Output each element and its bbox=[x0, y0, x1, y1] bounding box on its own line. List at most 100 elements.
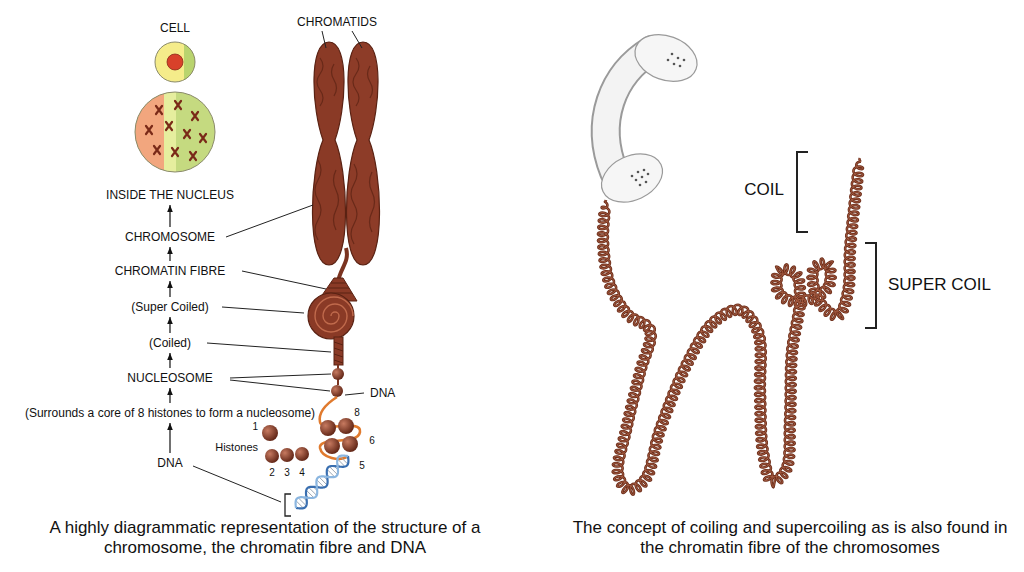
histone bbox=[324, 438, 340, 454]
histone bbox=[338, 418, 354, 434]
x-mark bbox=[200, 134, 206, 142]
base-pair bbox=[319, 477, 327, 485]
x-mark bbox=[154, 146, 160, 154]
texture-line bbox=[332, 64, 337, 96]
leader-line bbox=[352, 31, 362, 48]
texture-line bbox=[315, 160, 321, 240]
chromatid bbox=[312, 42, 345, 265]
helix-strand bbox=[296, 456, 348, 508]
dna-strand bbox=[320, 397, 360, 459]
hole bbox=[639, 184, 642, 187]
texture-line bbox=[370, 172, 375, 232]
stage-label: INSIDE THE NUCLEUS bbox=[102, 187, 238, 203]
coiled-cord bbox=[598, 158, 863, 495]
stage-label: (Coiled) bbox=[145, 335, 195, 351]
figure-caption: The concept of coiling and supercoiling … bbox=[560, 518, 1020, 558]
texture-line bbox=[351, 164, 357, 244]
figure-caption: A highly diagrammatic representation of … bbox=[18, 518, 512, 558]
hole bbox=[641, 176, 644, 179]
ridge bbox=[334, 342, 343, 345]
callout-number: 6 bbox=[367, 435, 377, 447]
part-label: DNA bbox=[368, 386, 397, 400]
x-mark bbox=[166, 122, 172, 130]
cord-highlight bbox=[598, 158, 863, 495]
leader-line bbox=[230, 374, 331, 378]
leader-line bbox=[207, 343, 331, 352]
stage-text: NUCLEOSOME bbox=[127, 371, 212, 385]
leader-line bbox=[230, 380, 330, 391]
base-pair bbox=[340, 456, 348, 464]
nucleosome-bead bbox=[331, 385, 343, 397]
hole bbox=[683, 59, 686, 62]
x-mark bbox=[192, 112, 198, 120]
callout-number: 5 bbox=[357, 460, 367, 472]
bracket-label: COIL bbox=[742, 180, 786, 200]
hole bbox=[631, 175, 634, 178]
helix-strand bbox=[296, 456, 348, 508]
histone bbox=[320, 420, 336, 436]
stage-text: CHROMOSOME bbox=[125, 230, 215, 244]
x-mark bbox=[146, 126, 152, 134]
hole bbox=[667, 59, 670, 62]
texture-line bbox=[334, 170, 339, 230]
stage-arrow bbox=[169, 388, 170, 403]
coiled-rope bbox=[334, 337, 343, 365]
supercoil-disc bbox=[308, 293, 354, 339]
histone bbox=[262, 425, 278, 441]
hole bbox=[637, 171, 640, 174]
dna-helix bbox=[296, 456, 349, 509]
stage-text: (Super Coiled) bbox=[131, 300, 208, 314]
hole bbox=[643, 169, 646, 172]
callout-number: 3 bbox=[282, 467, 292, 479]
cell-nucleus bbox=[167, 54, 183, 70]
hole bbox=[635, 179, 638, 182]
base-pair bbox=[298, 498, 306, 506]
telephone-drawing bbox=[594, 26, 863, 494]
rope-ridges bbox=[334, 342, 343, 363]
supercoil-spiral bbox=[315, 297, 353, 332]
callout-number: 2 bbox=[267, 467, 277, 479]
x-mark bbox=[172, 148, 178, 156]
hole bbox=[677, 57, 680, 60]
callout-number: 4 bbox=[297, 467, 307, 479]
stage-arrow bbox=[169, 423, 170, 453]
stage-label: (Surrounds a core of 8 histones to form … bbox=[21, 405, 319, 421]
earpiece bbox=[628, 26, 703, 89]
leader-line bbox=[345, 393, 364, 395]
texture-line bbox=[353, 58, 359, 106]
ridge bbox=[328, 288, 349, 289]
earpiece-holes bbox=[667, 53, 686, 68]
nucleus-outline bbox=[135, 92, 215, 172]
stage-arrow bbox=[169, 205, 170, 227]
cord-coil bbox=[598, 158, 863, 495]
histone bbox=[265, 449, 279, 463]
mouthpiece-holes bbox=[631, 169, 650, 187]
hole bbox=[671, 53, 674, 56]
bracket-label: SUPER COIL bbox=[886, 275, 993, 295]
x-mark bbox=[190, 152, 196, 160]
stage-label: CHROMATIN FIBRE bbox=[111, 263, 229, 279]
stage-arrow bbox=[169, 317, 170, 333]
leader-line bbox=[242, 271, 326, 289]
ridge bbox=[334, 348, 343, 351]
stage-label: CHROMOSOME bbox=[121, 229, 219, 245]
fibre-ridges bbox=[325, 283, 352, 293]
chromatid bbox=[346, 42, 379, 265]
cell-outline bbox=[155, 42, 195, 82]
bracket bbox=[797, 152, 808, 232]
hole bbox=[673, 63, 676, 66]
cell-drawing bbox=[155, 40, 198, 84]
stage-label: (Super Coiled) bbox=[127, 299, 212, 315]
x-mark bbox=[175, 101, 181, 109]
nucleosome-bead bbox=[332, 368, 344, 380]
bracket bbox=[865, 243, 876, 328]
cell-region bbox=[184, 40, 198, 84]
ridge bbox=[331, 283, 346, 284]
ridge bbox=[334, 360, 343, 363]
stage-text: (Coiled) bbox=[149, 336, 191, 350]
x-mark bbox=[156, 106, 162, 114]
histone bbox=[280, 448, 294, 462]
base-pair bbox=[329, 467, 337, 475]
